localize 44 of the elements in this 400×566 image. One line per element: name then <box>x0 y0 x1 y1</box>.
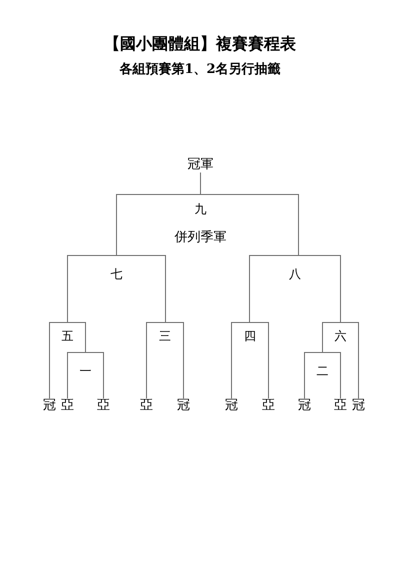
bracket-note: 併列季軍 <box>174 230 226 246</box>
result-label: 亞 <box>61 398 74 414</box>
subtitle-note: 各組預賽第1、2名另行抽籤 <box>119 62 281 78</box>
match-number: 一 <box>80 363 92 379</box>
bracket-line <box>67 352 68 398</box>
match-number: 七 <box>110 266 122 282</box>
bracket-line <box>358 322 359 398</box>
winner-label: 冠軍 <box>188 157 214 173</box>
result-label: 亞 <box>334 398 347 414</box>
bracket-line <box>249 255 250 322</box>
result-label: 亞 <box>140 398 153 414</box>
bracket-line <box>322 322 323 352</box>
match-number: 九 <box>194 201 206 217</box>
bracket-line <box>116 194 117 256</box>
bracket-line <box>340 255 341 322</box>
match-number: 八 <box>289 266 301 282</box>
bracket-line <box>67 255 68 322</box>
result-label: 亞 <box>262 398 275 414</box>
bracket-line <box>165 255 166 322</box>
match-number: 五 <box>62 328 74 344</box>
bracket-line <box>146 322 147 398</box>
bracket-match <box>116 194 299 246</box>
bracket-line <box>231 322 232 398</box>
match-number: 二 <box>316 363 328 379</box>
match-number: 六 <box>334 328 346 344</box>
result-label: 冠 <box>177 398 190 414</box>
match-number: 四 <box>244 328 256 344</box>
bracket-match <box>304 352 341 378</box>
bracket-line <box>85 322 86 352</box>
bracket-line <box>304 352 305 398</box>
bracket-line <box>268 322 269 398</box>
bracket-line <box>340 352 341 398</box>
result-label: 冠 <box>298 398 311 414</box>
result-label: 冠 <box>43 398 56 414</box>
bracket-line <box>200 172 201 194</box>
bracket-line <box>49 322 50 398</box>
title: 【國小團體組】複賽賽程表 <box>104 34 296 54</box>
bracket-line <box>103 352 104 398</box>
bracket-line <box>183 322 184 398</box>
result-label: 冠 <box>352 398 365 414</box>
result-label: 冠 <box>225 398 238 414</box>
result-label: 亞 <box>97 398 110 414</box>
bracket-line <box>298 194 299 256</box>
match-number: 三 <box>159 328 171 344</box>
